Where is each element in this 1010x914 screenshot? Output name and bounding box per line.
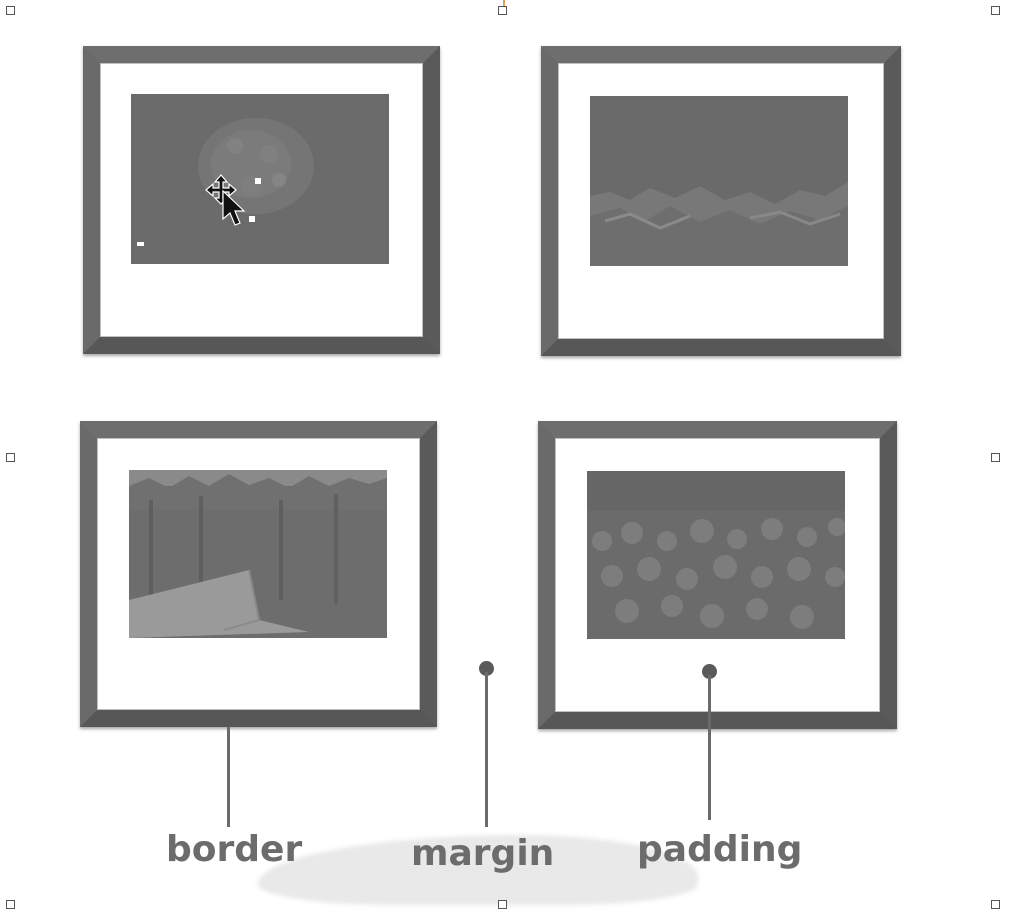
photo-forest — [129, 470, 387, 638]
margin-pointer-dot — [479, 661, 494, 676]
rotation-handle[interactable] — [503, 0, 505, 6]
selection-handle-icon[interactable] — [498, 900, 507, 909]
margin-leader-line — [485, 672, 488, 827]
photo-landscape — [590, 96, 848, 266]
label-border: border — [166, 829, 303, 870]
selection-handle-icon[interactable] — [6, 6, 15, 15]
selection-handle-icon[interactable] — [991, 453, 1000, 462]
selection-handle-icon[interactable] — [498, 6, 507, 15]
label-padding: padding — [637, 829, 803, 870]
photo-flower — [131, 94, 389, 264]
picture-frame-bottom-right — [538, 421, 897, 729]
picture-frame-top-left — [83, 46, 440, 354]
picture-frame-bottom-left — [80, 421, 437, 727]
label-margin: margin — [411, 833, 555, 874]
selection-handle-icon[interactable] — [6, 900, 15, 909]
border-leader-line — [227, 727, 230, 827]
selection-handle-icon[interactable] — [991, 900, 1000, 909]
picture-frame-top-right — [541, 46, 901, 356]
move-cursor-icon — [205, 174, 246, 226]
padding-pointer-dot — [702, 664, 717, 679]
padding-leader-line — [708, 675, 711, 820]
selection-handle-icon[interactable] — [6, 453, 15, 462]
selection-handle-icon[interactable] — [991, 6, 1000, 15]
photo-shrubs — [587, 471, 845, 639]
